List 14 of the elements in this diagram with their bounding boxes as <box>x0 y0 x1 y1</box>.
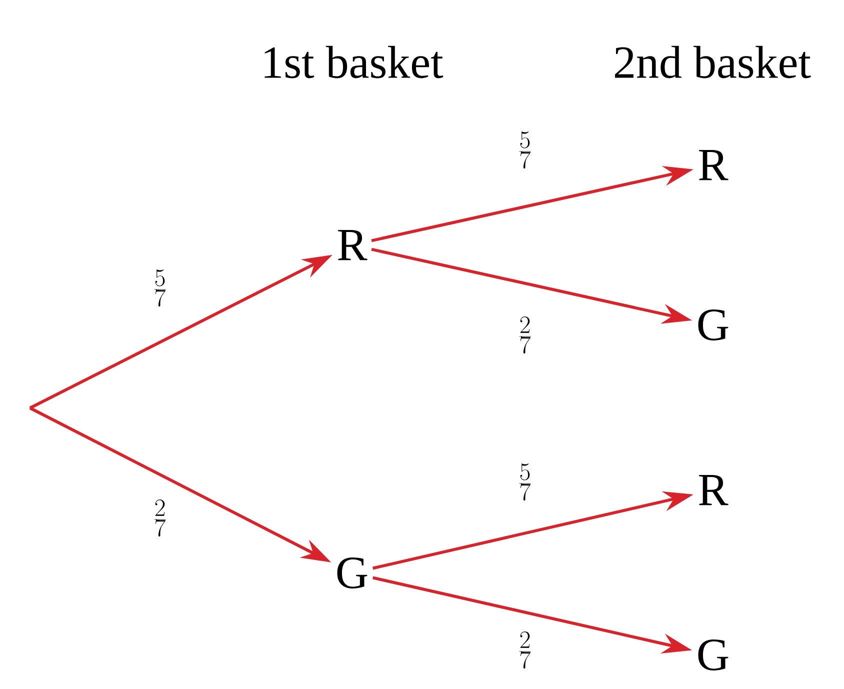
outcome-letter: G <box>337 558 368 588</box>
column-heading: 1st basket <box>264 46 444 78</box>
edge-label: $\frac{5}{7}$ <box>152 268 168 308</box>
column-heading: 2nd basket <box>615 46 811 78</box>
outcome-letter: R <box>698 474 728 506</box>
edge-label: $\frac{2}{7}$ <box>517 316 533 354</box>
edge-label: $\frac{2}{7}$ <box>152 498 168 538</box>
edge-label: $\frac{5}{7}$ <box>517 462 533 502</box>
edge-label: $\frac{2}{7}$ <box>517 630 533 670</box>
outcome-letter: G <box>698 310 728 340</box>
edge-label: $\frac{5}{7}$ <box>517 130 533 170</box>
outcome-letter: R <box>698 150 728 180</box>
outcome-letter: R <box>338 230 368 260</box>
outcome-letter: G <box>698 640 728 670</box>
